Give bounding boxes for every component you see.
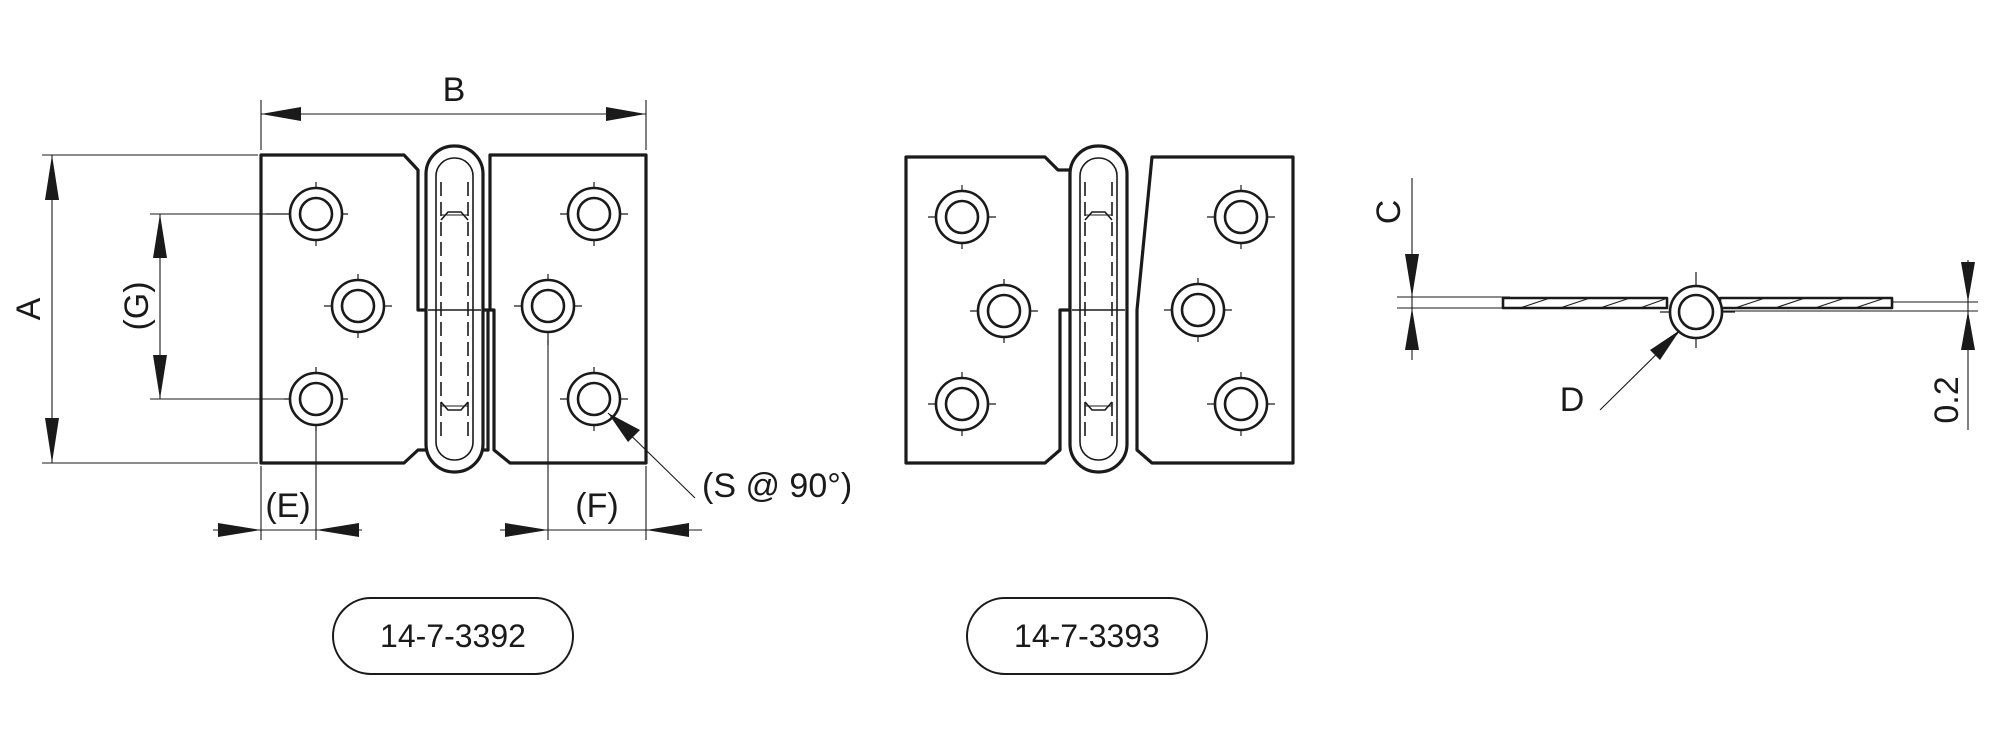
dimension-label-e: (E) (265, 487, 310, 525)
dimension-f: (F) (500, 340, 702, 540)
part-number-3392: 14-7-3392 (380, 618, 526, 654)
mounting-hole (928, 372, 996, 436)
mounting-hole (1164, 278, 1232, 342)
mounting-hole (560, 182, 628, 246)
dimension-label-d: D (1560, 381, 1585, 419)
mounting-hole (514, 274, 582, 345)
part-number-badge-3392: 14-7-3392 (332, 597, 574, 675)
mounting-hole (970, 279, 1038, 343)
mounting-hole (1207, 185, 1275, 249)
dimension-label-f: (F) (575, 487, 618, 525)
hinge-side-view: D C 0.2 (1370, 178, 1978, 430)
dimension-label-s: (S @ 90°) (702, 467, 852, 505)
mounting-hole (284, 367, 348, 431)
dimension-label-a: A (10, 297, 48, 320)
dimension-label-g: (G) (118, 281, 156, 330)
part-number-badge-3393: 14-7-3393 (966, 597, 1208, 675)
hinge-knuckle (1068, 144, 1129, 474)
dimension-b: B (260, 71, 647, 150)
part-number-3393: 14-7-3393 (1014, 618, 1160, 654)
mounting-holes-3392 (266, 182, 628, 431)
mounting-holes-3393 (928, 185, 1275, 436)
mounting-hole (324, 274, 392, 338)
mounting-hole (1207, 372, 1275, 436)
dimension-label-b: B (443, 71, 466, 109)
mounting-hole (560, 367, 628, 431)
hinge-knuckle (424, 144, 485, 474)
dimension-e: (E) (213, 426, 362, 540)
mounting-hole (928, 185, 996, 249)
dimension-label-thickness: 0.2 (1928, 376, 1966, 423)
dimension-g: (G) (118, 213, 290, 400)
leader-s: (S @ 90°) (607, 412, 852, 505)
dimension-a: A (10, 154, 258, 464)
dimension-label-c: C (1370, 200, 1408, 225)
